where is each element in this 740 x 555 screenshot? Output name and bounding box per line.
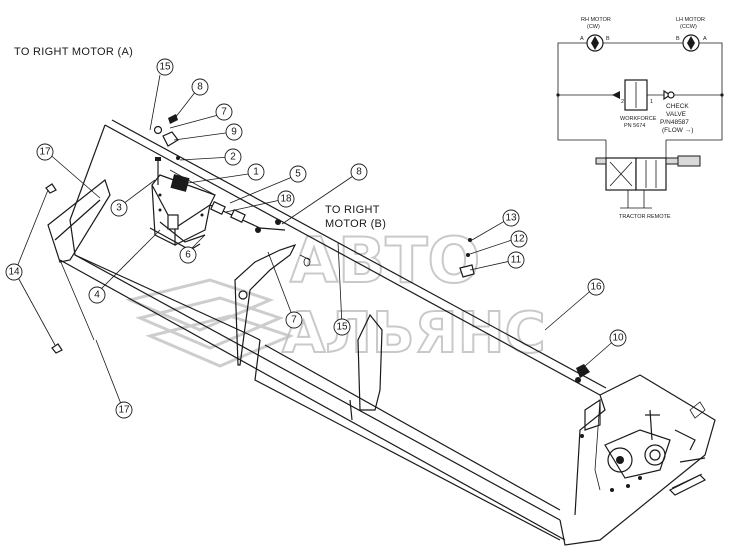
callout-10: 10 bbox=[609, 329, 627, 347]
callout-17-top: 17 bbox=[36, 143, 54, 161]
svg-text:16: 16 bbox=[590, 282, 602, 293]
svg-text:1: 1 bbox=[253, 167, 259, 178]
hardware-group bbox=[459, 238, 590, 383]
check-valve-label-2: VALVE bbox=[666, 111, 687, 118]
callout-12: 12 bbox=[510, 230, 528, 248]
svg-text:6: 6 bbox=[185, 250, 191, 261]
lh-motor-label-2: (CCW) bbox=[680, 24, 697, 30]
svg-text:17: 17 bbox=[39, 147, 51, 158]
lh-port-a: A bbox=[703, 36, 707, 42]
leader-lines bbox=[14, 74, 618, 410]
svg-text:2: 2 bbox=[230, 152, 236, 163]
check-valve-symbol bbox=[663, 89, 672, 101]
rh-port-b: B bbox=[606, 36, 610, 42]
lh-motor-label-1: LH MOTOR bbox=[676, 17, 705, 23]
svg-text:5: 5 bbox=[295, 169, 301, 180]
check-valve-label-3: P/N48587 bbox=[660, 119, 689, 126]
lh-port-b: B bbox=[676, 36, 680, 42]
valve-port-1: 1 bbox=[650, 99, 653, 105]
svg-text:3: 3 bbox=[116, 203, 122, 214]
watermark-line2: АЛЬЯНС bbox=[282, 301, 546, 366]
hydraulic-schematic: RH MOTOR (CW) LH MOTOR (CCW) A B B A 2 1… bbox=[556, 17, 724, 220]
motor-mount-assembly bbox=[149, 114, 286, 251]
callout-16: 16 bbox=[587, 278, 605, 296]
callout-17-bottom: 17 bbox=[115, 401, 133, 419]
callout-14: 14 bbox=[5, 263, 23, 281]
callout-11: 11 bbox=[507, 251, 525, 269]
svg-text:17: 17 bbox=[118, 405, 130, 416]
label-right-motor-b-line1: TO RIGHT bbox=[325, 204, 380, 216]
watermark: АВТО АЛЬЯНС bbox=[125, 223, 547, 368]
tractor-remote-label: TRACTOR REMOTE bbox=[619, 214, 671, 220]
callout-9: 9 bbox=[225, 123, 243, 141]
label-right-motor-b-line2: MOTOR (B) bbox=[325, 218, 386, 230]
svg-text:4: 4 bbox=[94, 290, 100, 301]
rh-motor-label-2: (CW) bbox=[587, 24, 600, 30]
callout-3: 3 bbox=[110, 199, 128, 217]
mount-brackets bbox=[234, 243, 383, 411]
callout-7-top: 7 bbox=[215, 103, 233, 121]
rh-motor-label-1: RH MOTOR bbox=[581, 17, 611, 23]
callout-4: 4 bbox=[88, 286, 106, 304]
callout-15-bottom: 15 bbox=[333, 318, 351, 336]
watermark-logo bbox=[125, 278, 295, 368]
rh-port-a: A bbox=[580, 36, 584, 42]
workforce-label-2: PN 5674 bbox=[624, 123, 645, 129]
svg-text:11: 11 bbox=[511, 255, 522, 266]
svg-text:14: 14 bbox=[8, 267, 20, 278]
svg-text:8: 8 bbox=[197, 82, 203, 93]
callout-13: 13 bbox=[502, 209, 520, 227]
svg-text:13: 13 bbox=[505, 213, 517, 224]
check-valve-label-1: CHECK bbox=[666, 103, 689, 110]
svg-text:7: 7 bbox=[291, 315, 297, 326]
svg-text:7: 7 bbox=[221, 107, 227, 118]
callout-8-top: 8 bbox=[191, 78, 209, 96]
callout-1: 1 bbox=[247, 163, 265, 181]
check-valve-label-4: (FLOW →) bbox=[662, 127, 693, 134]
label-right-motor-a: TO RIGHT MOTOR (A) bbox=[14, 46, 133, 58]
callout-2: 2 bbox=[224, 148, 242, 166]
workforce-label-1: WORKFORCE bbox=[620, 116, 657, 122]
tractor-remote-spool-right bbox=[635, 157, 667, 191]
callout-15-top: 15 bbox=[156, 58, 174, 76]
watermark-line1: АВТО bbox=[290, 224, 480, 297]
svg-text:8: 8 bbox=[356, 167, 362, 178]
callout-18: 18 bbox=[277, 190, 295, 208]
valve-port-2: 2 bbox=[621, 99, 624, 105]
callout-7-bottom: 7 bbox=[285, 311, 303, 329]
callout-5: 5 bbox=[289, 165, 307, 183]
svg-text:15: 15 bbox=[336, 322, 348, 333]
callout-8-mid: 8 bbox=[350, 163, 368, 181]
svg-text:9: 9 bbox=[231, 127, 237, 138]
callouts: 15 8 7 9 17 2 1 3 5 18 6 8 4 14 13 12 11… bbox=[5, 58, 627, 419]
gearbox-assembly bbox=[580, 398, 707, 496]
svg-text:12: 12 bbox=[513, 234, 525, 245]
svg-text:10: 10 bbox=[612, 333, 624, 344]
main-frame bbox=[47, 119, 716, 546]
callout-6: 6 bbox=[179, 246, 197, 264]
svg-text:18: 18 bbox=[280, 194, 292, 205]
svg-text:15: 15 bbox=[159, 62, 171, 73]
